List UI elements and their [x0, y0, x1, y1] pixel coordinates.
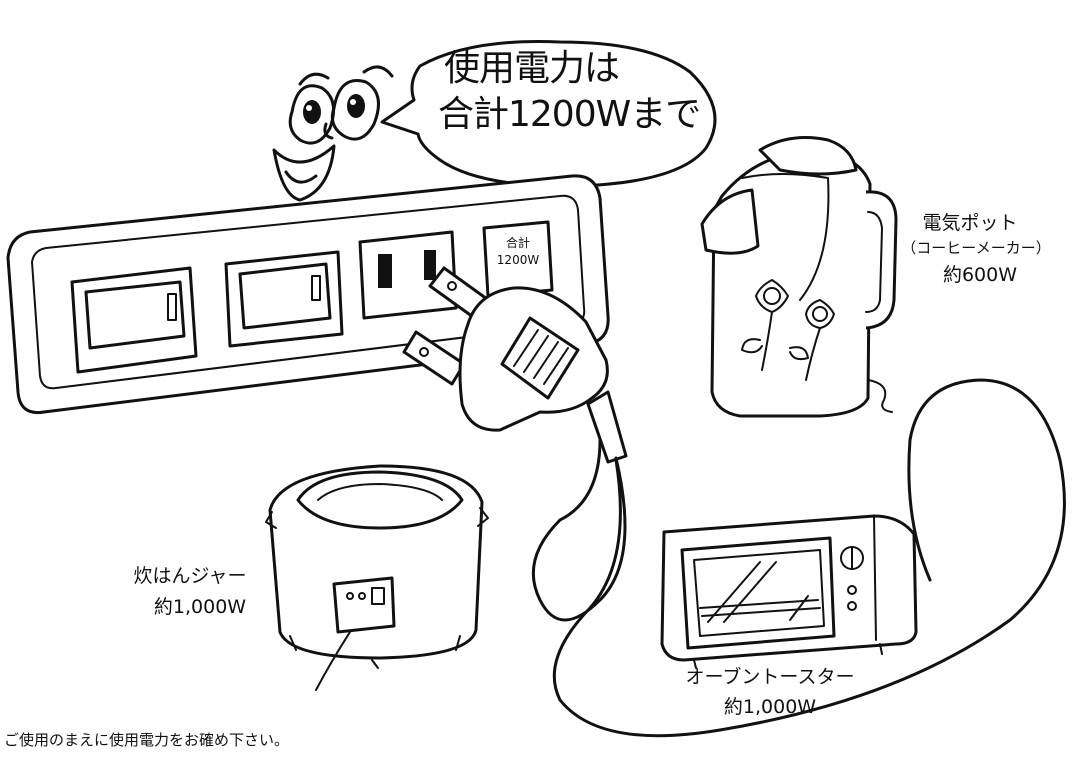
electric-pot-icon — [700, 136, 898, 418]
rice-cooker-name: 炊はんジャー — [133, 565, 247, 587]
cartoon-face-icon — [272, 65, 394, 202]
rice-cooker-icon — [265, 464, 489, 691]
footer-note: ご使用のまえに使用電力をお確め下さい。 — [4, 731, 290, 749]
pot-power: 約600W — [942, 264, 1018, 286]
pot-alt-name: （コーヒーメーカー） — [901, 239, 1051, 257]
plug-icon — [402, 266, 628, 464]
speech-bubble-line-2: 合計1200Wまで — [438, 94, 701, 135]
toaster-oven-icon — [660, 514, 918, 669]
power-strip-badge-line-1: 合計 — [505, 236, 530, 250]
rice-cooker-power: 約1,000W — [153, 596, 247, 618]
toaster-power: 約1,000W — [723, 696, 817, 718]
speech-bubble — [380, 40, 717, 188]
power-strip — [6, 174, 610, 415]
power-strip-badge-line-2: 1200W — [496, 253, 540, 267]
speech-bubble-line-1: 使用電力は — [444, 48, 620, 89]
toaster-name: オーブントースター — [685, 666, 855, 688]
pot-name: 電気ポット — [922, 212, 1018, 234]
